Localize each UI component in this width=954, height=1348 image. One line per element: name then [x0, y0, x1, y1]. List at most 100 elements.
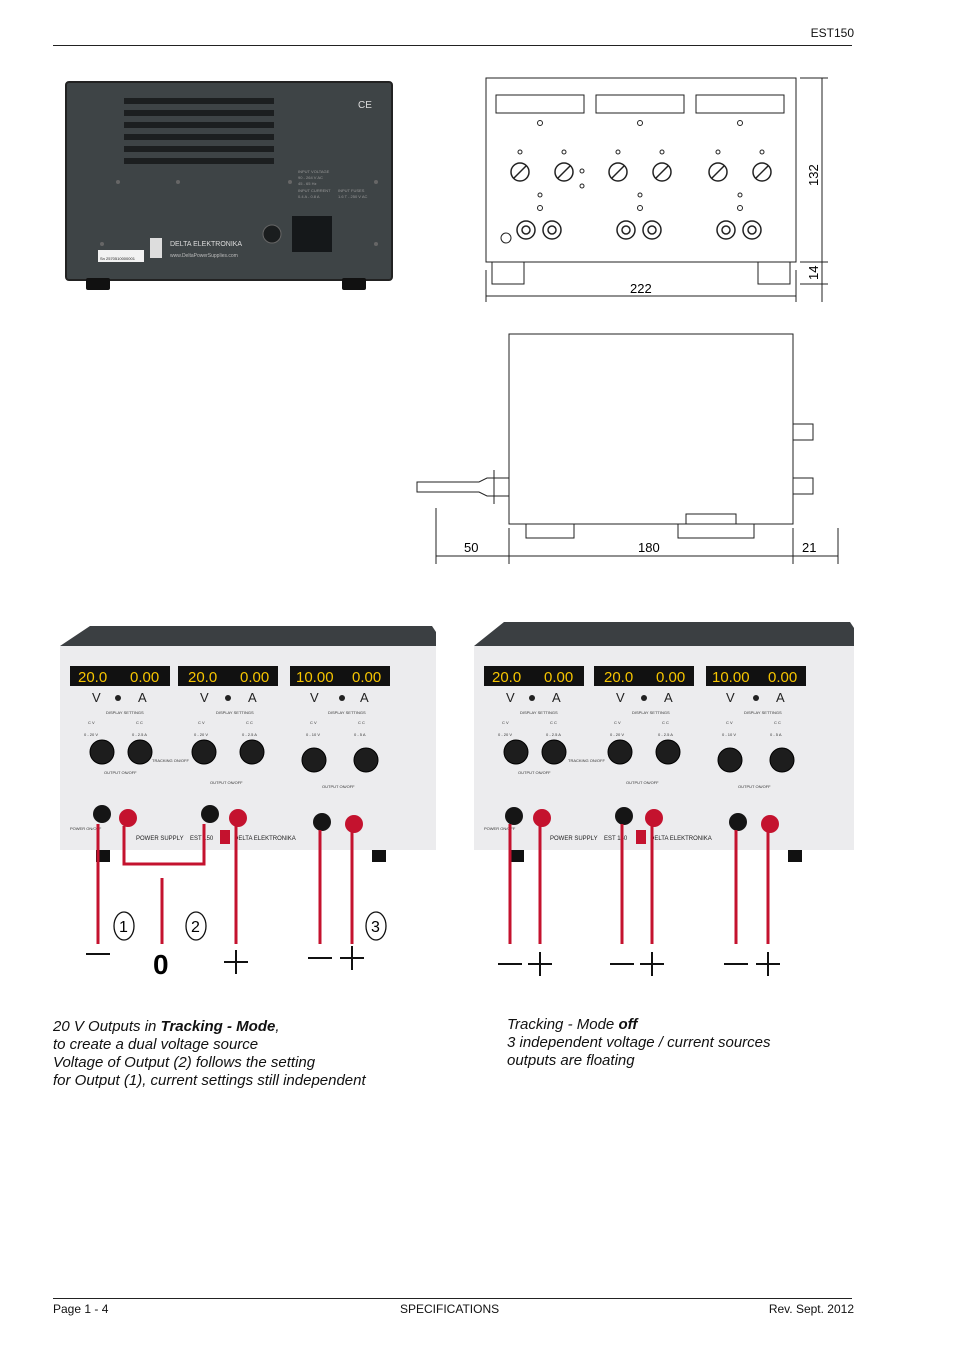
ce-mark: CE — [358, 100, 372, 111]
delta-logo-icon — [150, 238, 162, 258]
svg-text:0 - 10 V: 0 - 10 V — [306, 732, 320, 737]
svg-text:OUTPUT ON/OFF: OUTPUT ON/OFF — [518, 770, 551, 775]
svg-text:A: A — [360, 690, 369, 705]
display-2: 20.0 0.00 — [178, 666, 278, 686]
footer-rule — [53, 1298, 852, 1299]
front-view-drawing: 222 132 14 — [485, 77, 828, 302]
svg-text:DISPLAY SETTINGS: DISPLAY SETTINGS — [520, 710, 558, 715]
input-fuses-label: INPUT FUSES — [338, 188, 365, 193]
display-3: 10.00 0.00 — [706, 666, 806, 686]
display-1: 20.0 0.00 — [70, 666, 170, 686]
svg-text:0 - 2.5 A: 0 - 2.5 A — [546, 732, 561, 737]
output-label-2: 2 — [191, 919, 200, 936]
svg-text:0 - 2.5 A: 0 - 2.5 A — [132, 732, 147, 737]
svg-text:20.0: 20.0 — [188, 669, 217, 686]
svg-text:DELTA ELEKTRONIKA: DELTA ELEKTRONIKA — [650, 836, 712, 842]
svg-text:A: A — [776, 690, 785, 705]
display-1: 20.0 0.00 — [484, 666, 584, 686]
side-view-drawing: 50 180 21 — [416, 333, 839, 564]
svg-text:DISPLAY SETTINGS: DISPLAY SETTINGS — [632, 710, 670, 715]
input-current-value: 0.4 A - 0.8 A — [298, 194, 320, 199]
svg-text:A: A — [138, 690, 147, 705]
serial-number: Sn 2570510000001 — [100, 256, 136, 261]
svg-text:C V: C V — [310, 720, 317, 725]
svg-text:POWER ON/OFF: POWER ON/OFF — [70, 826, 102, 831]
svg-text:DISPLAY SETTINGS: DISPLAY SETTINGS — [106, 710, 144, 715]
svg-text:10.00: 10.00 — [712, 669, 750, 686]
svg-text:EST 150: EST 150 — [190, 836, 214, 842]
svg-text:V: V — [310, 690, 319, 705]
svg-text:0 - 2.5 A: 0 - 2.5 A — [242, 732, 257, 737]
svg-text:0.00: 0.00 — [656, 669, 685, 686]
output-label-3: 3 — [371, 919, 380, 936]
dim-height: 132 — [806, 164, 821, 186]
svg-text:C V: C V — [614, 720, 621, 725]
ground-terminal — [262, 224, 282, 244]
svg-text:POWER ON/OFF: POWER ON/OFF — [484, 826, 516, 831]
svg-text:EST 150: EST 150 — [604, 836, 628, 842]
display-2: 20.0 0.00 — [594, 666, 694, 686]
input-fuses-value: 1.6 T - 250 V AC — [338, 194, 368, 199]
dim-cable: 50 — [464, 540, 478, 555]
svg-text:0 - 20 V: 0 - 20 V — [498, 732, 512, 737]
dim-knob: 21 — [802, 540, 816, 555]
svg-text:DELTA ELEKTRONIKA: DELTA ELEKTRONIKA — [234, 836, 296, 842]
svg-text:C C: C C — [358, 720, 365, 725]
svg-text:OUTPUT ON/OFF: OUTPUT ON/OFF — [104, 770, 137, 775]
svg-text:OUTPUT ON/OFF: OUTPUT ON/OFF — [738, 784, 771, 789]
svg-text:C V: C V — [502, 720, 509, 725]
svg-text:20.0: 20.0 — [492, 669, 521, 686]
svg-text:A: A — [552, 690, 561, 705]
display-3: 10.00 0.00 — [290, 666, 390, 686]
svg-text:C C: C C — [662, 720, 669, 725]
svg-text:C C: C C — [246, 720, 253, 725]
svg-text:OUTPUT ON/OFF: OUTPUT ON/OFF — [626, 780, 659, 785]
caption-tracking: 20 V Outputs in Tracking - Mode, to crea… — [53, 1018, 366, 1089]
input-voltage-1: 90 - 264 V AC — [298, 175, 323, 180]
svg-text:0 - 10 V: 0 - 10 V — [722, 732, 736, 737]
svg-text:V: V — [726, 690, 735, 705]
footer-page: Page 1 - 4 — [53, 1302, 109, 1316]
footer-section: SPECIFICATIONS — [400, 1302, 500, 1316]
rear-panel-photo: CE INPUT VOLTAGE 90 - 264 V AC 45 - 65 H… — [65, 81, 393, 290]
svg-text:0 - 5 A: 0 - 5 A — [354, 732, 366, 737]
svg-text:C V: C V — [726, 720, 733, 725]
header-rule — [53, 45, 852, 46]
svg-text:V: V — [92, 690, 101, 705]
zero-reference: 0 — [153, 949, 169, 980]
barcode-label — [98, 250, 144, 262]
svg-text:0.00: 0.00 — [768, 669, 797, 686]
svg-text:OUTPUT ON/OFF: OUTPUT ON/OFF — [210, 780, 243, 785]
svg-text:10.00: 10.00 — [296, 669, 334, 686]
svg-text:C C: C C — [136, 720, 143, 725]
input-current-label: INPUT CURRENT — [298, 188, 331, 193]
svg-text:C V: C V — [88, 720, 95, 725]
svg-text:DISPLAY SETTINGS: DISPLAY SETTINGS — [328, 710, 366, 715]
svg-text:DISPLAY SETTINGS: DISPLAY SETTINGS — [216, 710, 254, 715]
svg-text:20.0: 20.0 — [604, 669, 633, 686]
svg-text:20.0: 20.0 — [78, 669, 107, 686]
svg-text:0 - 20 V: 0 - 20 V — [194, 732, 208, 737]
svg-text:A: A — [664, 690, 673, 705]
svg-text:DISPLAY SETTINGS: DISPLAY SETTINGS — [744, 710, 782, 715]
svg-text:0 - 20 V: 0 - 20 V — [610, 732, 624, 737]
input-voltage-2: 45 - 65 Hz — [298, 181, 316, 186]
svg-text:A: A — [248, 690, 257, 705]
independent-wiring — [498, 878, 780, 976]
svg-text:0.00: 0.00 — [544, 669, 573, 686]
caption-independent: Tracking - Mode off 3 independent voltag… — [507, 1016, 771, 1069]
power-inlet — [292, 216, 332, 252]
dim-foot: 14 — [806, 266, 821, 280]
svg-text:0 - 5 A: 0 - 5 A — [770, 732, 782, 737]
svg-text:TRACKING ON/OFF: TRACKING ON/OFF — [152, 758, 189, 763]
document-code: EST150 — [810, 26, 854, 40]
dim-width: 222 — [630, 281, 652, 296]
svg-text:0 - 2.5 A: 0 - 2.5 A — [658, 732, 673, 737]
svg-text:0 - 20 V: 0 - 20 V — [84, 732, 98, 737]
svg-text:POWER SUPPLY: POWER SUPPLY — [550, 836, 598, 842]
svg-text:C V: C V — [198, 720, 205, 725]
svg-text:C C: C C — [550, 720, 557, 725]
svg-text:C C: C C — [774, 720, 781, 725]
